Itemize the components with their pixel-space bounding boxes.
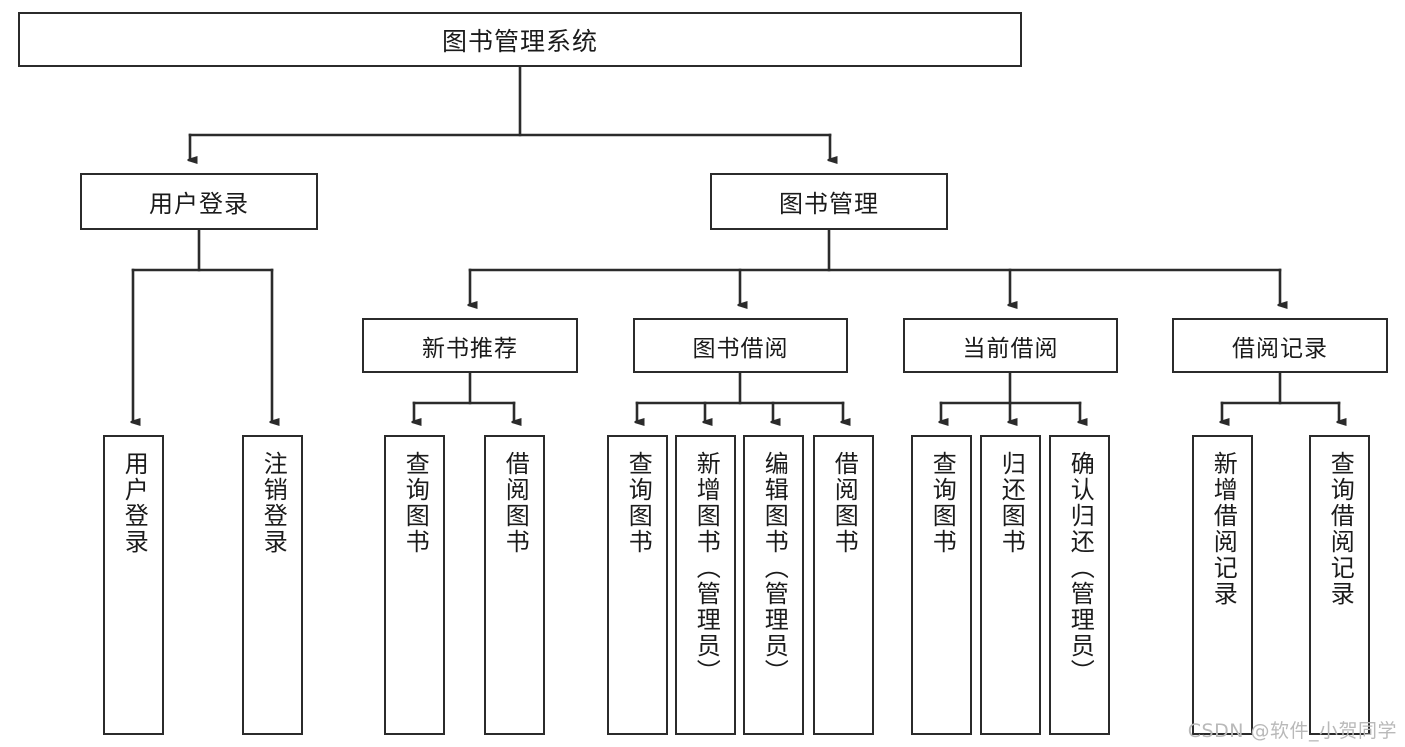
- node-root-label: 图书管理系统: [441, 26, 598, 56]
- leaf-query-borrow-record[interactable]: 查询借阅记录: [1309, 435, 1370, 735]
- leaf-query-books-borrow[interactable]: 查询图书: [607, 435, 668, 735]
- node-current-borrow[interactable]: 当前借阅: [903, 318, 1118, 373]
- leaf-label: 注销登录: [259, 451, 288, 555]
- leaf-label: 归还图书: [997, 451, 1026, 555]
- node-label: 用户登录: [149, 190, 249, 218]
- leaf-user-logout[interactable]: 注销登录: [242, 435, 303, 735]
- node-label: 借阅记录: [1232, 335, 1328, 362]
- leaf-label: 查询图书: [401, 451, 430, 555]
- node-label: 当前借阅: [962, 335, 1059, 362]
- node-label: 图书借阅: [692, 335, 789, 362]
- leaf-borrow-books[interactable]: 借阅图书: [813, 435, 874, 735]
- node-root-system[interactable]: 图书管理系统: [18, 12, 1022, 67]
- leaf-add-borrow-record[interactable]: 新增借阅记录: [1192, 435, 1253, 735]
- node-label: 图书管理: [779, 190, 879, 218]
- leaf-add-book-admin[interactable]: 新增图书（管理员）: [675, 435, 736, 735]
- leaf-label: 新增借阅记录: [1209, 451, 1238, 607]
- leaf-query-books-current[interactable]: 查询图书: [911, 435, 972, 735]
- leaf-label: 确认归还（管理员）: [1066, 451, 1095, 685]
- leaf-user-login[interactable]: 用户登录: [103, 435, 164, 735]
- leaf-label: 借阅图书: [830, 451, 859, 555]
- node-new-book-recommend[interactable]: 新书推荐: [362, 318, 578, 373]
- leaf-label: 用户登录: [120, 451, 149, 555]
- node-book-borrow[interactable]: 图书借阅: [633, 318, 848, 373]
- leaf-borrow-books-recommend[interactable]: 借阅图书: [484, 435, 545, 735]
- leaf-label: 查询借阅记录: [1326, 451, 1355, 607]
- node-book-management[interactable]: 图书管理: [710, 173, 948, 230]
- leaf-edit-book-admin[interactable]: 编辑图书（管理员）: [743, 435, 804, 735]
- node-user-login[interactable]: 用户登录: [80, 173, 318, 230]
- leaf-label: 编辑图书（管理员）: [760, 451, 789, 685]
- leaf-label: 查询图书: [624, 451, 653, 555]
- leaf-return-books[interactable]: 归还图书: [980, 435, 1041, 735]
- leaf-label: 借阅图书: [501, 451, 530, 555]
- leaf-query-books-recommend[interactable]: 查询图书: [384, 435, 445, 735]
- leaf-label: 查询图书: [928, 451, 957, 555]
- node-borrow-records[interactable]: 借阅记录: [1172, 318, 1388, 373]
- node-label: 新书推荐: [422, 335, 518, 362]
- csdn-watermark: CSDN @软件_小贺同学: [1187, 720, 1397, 742]
- leaf-confirm-return-admin[interactable]: 确认归还（管理员）: [1049, 435, 1110, 735]
- leaf-label: 新增图书（管理员）: [692, 451, 721, 685]
